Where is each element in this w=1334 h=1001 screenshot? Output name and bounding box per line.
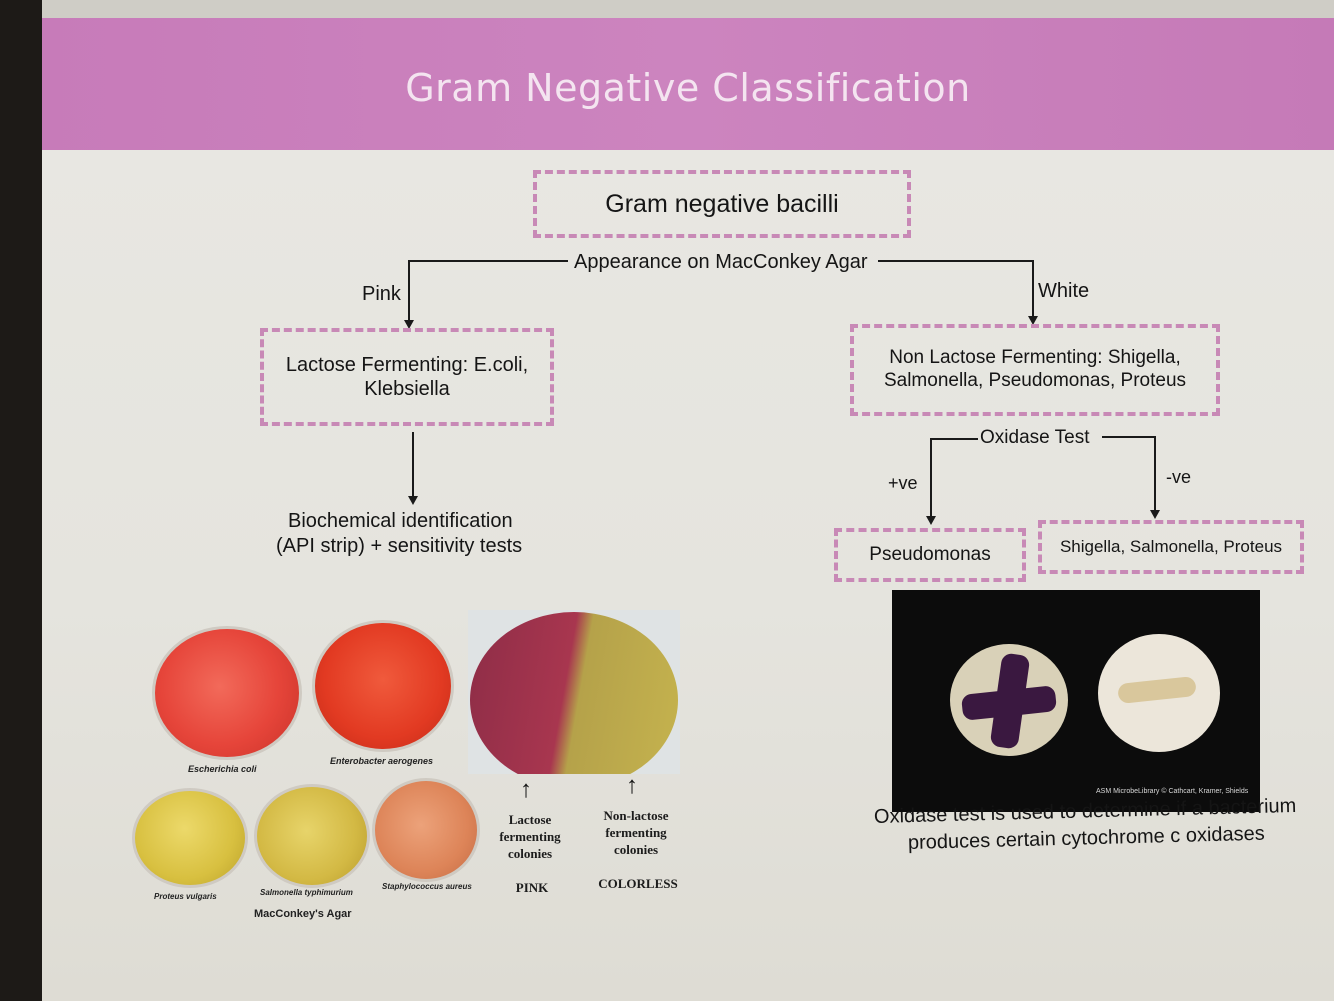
top-strip <box>42 0 1334 18</box>
oxidase-arrow-right <box>1150 510 1160 519</box>
oxidase-drop-right <box>1154 436 1156 512</box>
left-arrowhead <box>404 320 414 329</box>
lactose-fermenting-box: Lactose Fermenting: E.coli, Klebsiella <box>260 328 554 426</box>
root-label: Gram negative bacilli <box>605 190 839 218</box>
pink-label: PINK <box>515 880 549 895</box>
slide-title: Gram Negative Classification <box>405 66 971 110</box>
split-line-right <box>878 260 1034 262</box>
pseudomonas-label: Pseudomonas <box>869 543 991 565</box>
lactose-fermenting-label: Lactose Fermenting: E.coli, Klebsiella <box>285 354 529 400</box>
photo-credit: ASM MicrobeLibrary © Cathcart, Kramer, S… <box>1096 788 1249 795</box>
left-result-line <box>412 432 414 498</box>
positive-label: +ve <box>888 473 918 493</box>
colorless-label: COLORLESS <box>598 876 678 891</box>
left-drop-line <box>408 260 410 322</box>
arrow-up-lactose: ↑ <box>520 776 532 803</box>
oxidase-photo: ASM MicrobeLibrary © Cathcart, Kramer, S… <box>892 590 1260 812</box>
dish-enterobacter <box>312 620 454 752</box>
oxidase-line-right <box>1102 436 1156 438</box>
shigella-label: Shigella, Salmonella, Proteus <box>1059 536 1283 556</box>
lactose-colonies-label: Lactose fermenting colonies <box>499 812 561 861</box>
dish-staphylococcus <box>372 778 480 882</box>
split-line-left <box>408 260 568 262</box>
negative-label: -ve <box>1166 467 1192 487</box>
pseudomonas-box: Pseudomonas <box>834 528 1026 582</box>
non-lactose-fermenting-label: Non Lactose Fermenting: Shigella, Salmon… <box>883 347 1187 391</box>
root-box: Gram negative bacilli <box>533 170 911 238</box>
left-result-arrowhead <box>408 496 418 505</box>
oxidase-arrow-left <box>926 516 936 525</box>
title-banner: Gram Negative Classification <box>42 18 1334 150</box>
pink-branch-label: Pink <box>362 283 401 305</box>
shigella-box: Shigella, Salmonella, Proteus <box>1038 520 1304 574</box>
nonlactose-colonies-label: Non-lactose fermenting colonies <box>603 808 669 857</box>
caption-salmonella: Salmonella typhimurium <box>260 888 353 897</box>
dish-proteus <box>132 788 248 888</box>
split-label: Appearance on MacConkey Agar <box>574 251 868 273</box>
oxidase-drop-left <box>930 438 932 518</box>
split-plate <box>470 612 678 774</box>
oxidase-line-left <box>930 438 978 440</box>
caption-enterobacter: Enterobacter aerogenes <box>330 756 434 766</box>
caption-staphylococcus: Staphylococcus aureus <box>382 882 472 891</box>
biochemical-line2: (API strip) + sensitivity tests <box>276 535 523 557</box>
dish-salmonella <box>254 784 370 888</box>
caption-ecoli: Escherichia coli <box>188 764 257 774</box>
non-lactose-fermenting-box: Non Lactose Fermenting: Shigella, Salmon… <box>850 324 1220 416</box>
caption-proteus: Proteus vulgaris <box>154 892 217 901</box>
oxidase-caption-line2: produces certain cytochrome c oxidases <box>907 822 1265 854</box>
right-drop-line <box>1032 260 1034 318</box>
white-branch-label: White <box>1038 280 1090 302</box>
split-agar-photo <box>468 610 680 774</box>
dish-ecoli <box>152 626 302 760</box>
oxidase-test-label: Oxidase Test <box>980 427 1090 448</box>
arrow-up-nonlactose: ↑ <box>626 772 638 799</box>
right-arrowhead <box>1028 316 1038 325</box>
biochemical-line1: Biochemical identification <box>288 510 513 532</box>
macconkey-caption: MacConkey's Agar <box>254 908 352 920</box>
slide: Gram Negative Classification Gram negati… <box>42 0 1334 1001</box>
